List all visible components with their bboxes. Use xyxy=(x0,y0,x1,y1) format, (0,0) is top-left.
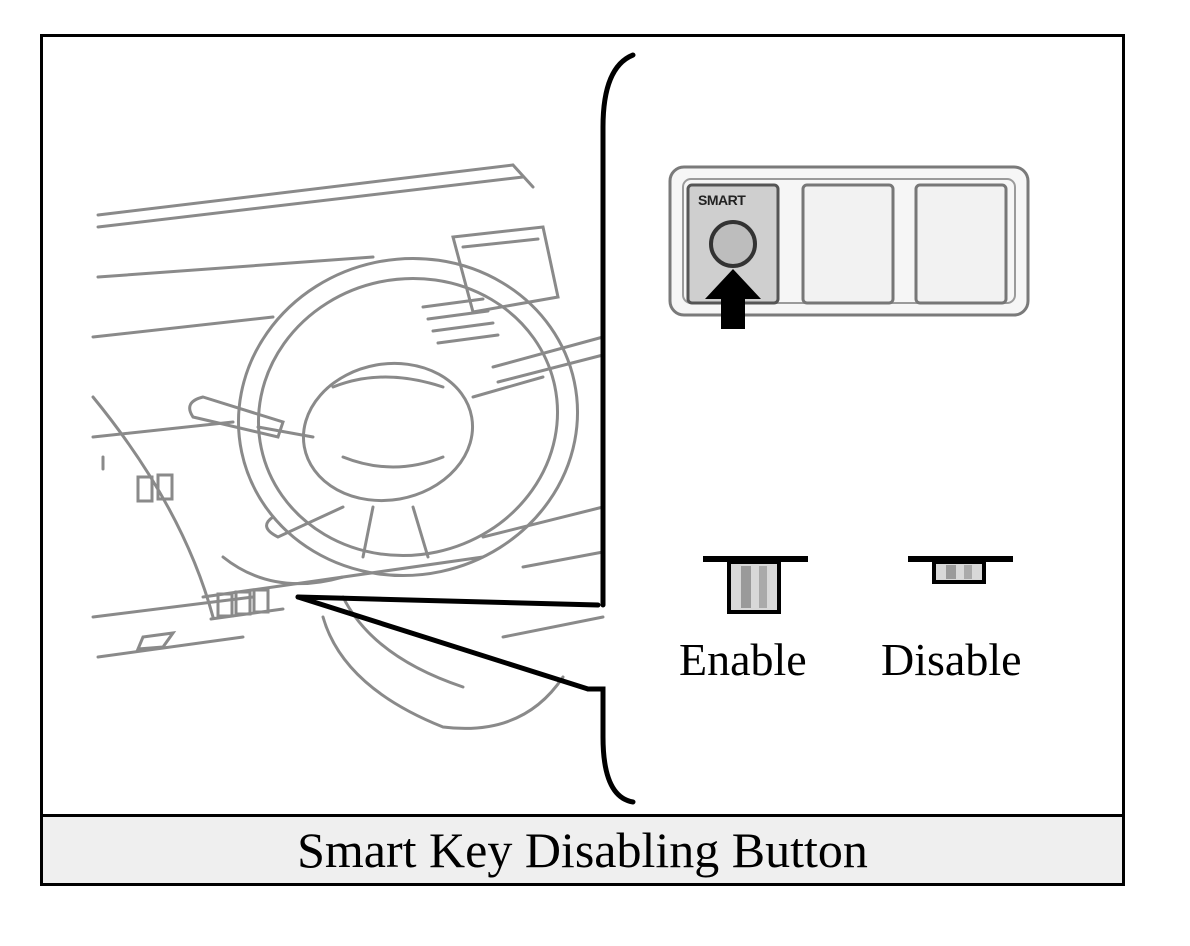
diagram-illustration xyxy=(91,52,1030,805)
disable-state-icon xyxy=(908,556,1013,584)
callout-lines xyxy=(295,52,636,805)
dashboard-sketch xyxy=(91,163,605,730)
diagram-frame: SMART Enable Disable Smart Key Disabling… xyxy=(40,34,1125,886)
switch-panel xyxy=(668,165,1030,329)
enable-label: Enable xyxy=(679,634,807,685)
caption-bar: Smart Key Disabling Button xyxy=(43,814,1122,883)
smart-button-label: SMART xyxy=(698,192,746,208)
press-arrow-icon xyxy=(705,269,761,329)
disable-label: Disable xyxy=(881,634,1022,685)
enable-state-icon xyxy=(703,556,808,614)
blank-switch-2 xyxy=(914,183,1008,305)
button-indicator-icon xyxy=(709,220,757,268)
blank-switch-1 xyxy=(801,183,895,305)
diagram-caption: Smart Key Disabling Button xyxy=(297,822,868,878)
